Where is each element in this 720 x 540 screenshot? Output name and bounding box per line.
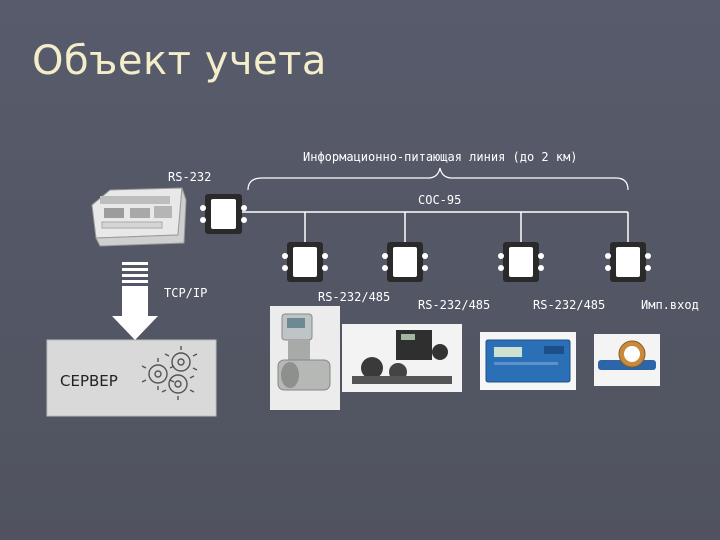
device-3-label: RS-232/485 [533,298,606,312]
device-flowmeter-image [270,306,340,410]
connector-module-3 [498,242,544,282]
device-water-meter-image [594,334,660,386]
slide-title: Объект учета [32,38,327,84]
connector-module-main [200,194,247,234]
info-line-brace [247,167,629,191]
server-label: СЕРВЕР [60,372,118,390]
connector-module-4 [605,242,651,282]
down-arrow-icon [112,262,158,340]
controller-device [91,187,187,247]
coc95-label: СОС-95 [418,193,462,207]
info-line-label: Информационно-питающая линия (до 2 км) [303,150,578,164]
device-1-label: RS-232/485 [318,290,391,304]
gears-icon [141,346,198,400]
connector-module-1 [282,242,328,282]
tcpip-label: TCP/IP [164,286,208,300]
device-2-label: RS-232/485 [418,298,491,312]
device-blue-box-image [480,332,576,390]
server-box [46,339,217,417]
connector-module-2 [382,242,428,282]
rs232-top-label: RS-232 [168,170,212,184]
device-meter-kit-image [342,324,462,392]
device-4-label: Имп.вход [641,298,699,312]
